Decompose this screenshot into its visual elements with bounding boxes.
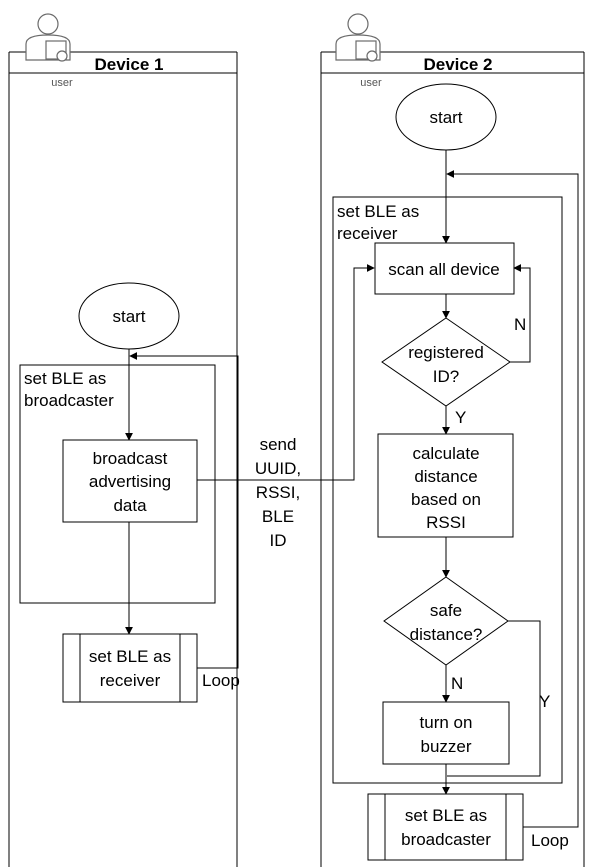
start-label: start xyxy=(429,108,462,127)
container-label-line2: broadcaster xyxy=(24,391,114,410)
broadcast-process xyxy=(62,439,198,523)
loop-arrow xyxy=(129,352,239,669)
send-label-line2: UUID, xyxy=(255,459,301,478)
device2-title: Device 2 xyxy=(424,55,493,74)
broadcaster-container xyxy=(19,364,216,604)
send-label-line3: RSSI, xyxy=(256,483,300,502)
calculate-line1: calculate xyxy=(412,444,479,463)
broadcast-line2: advertising xyxy=(89,472,171,491)
calculate-line3: based on xyxy=(411,490,481,509)
safe-yes-line xyxy=(447,620,541,777)
send-data-arrow xyxy=(197,264,375,481)
receiver-subprocess xyxy=(62,633,198,703)
buzzer-line2: buzzer xyxy=(420,737,471,756)
scan-process xyxy=(374,242,515,295)
broadcast-line3: data xyxy=(113,496,147,515)
user-icon xyxy=(25,13,71,62)
loop-label: Loop xyxy=(202,671,240,690)
buzzer-line1: turn on xyxy=(420,713,473,732)
device1-title: Device 1 xyxy=(95,55,164,74)
broadcaster-subprocess xyxy=(367,793,524,861)
container-label-line2: receiver xyxy=(337,224,398,243)
device2-lane: Device 2 user start set BLE as receiver … xyxy=(320,13,585,867)
send-label-line5: ID xyxy=(270,531,287,550)
calculate-line4: RSSI xyxy=(426,513,466,532)
device1-lane: Device 1 user start set BLE as broadcast… xyxy=(8,13,240,867)
buzzer-process xyxy=(382,701,510,765)
broadcaster-line2: broadcaster xyxy=(401,830,491,849)
safe-yes-label: Y xyxy=(539,692,550,711)
registered-line1: registered xyxy=(408,343,484,362)
send-label-line4: BLE xyxy=(262,507,294,526)
registered-yes-label: Y xyxy=(455,408,466,427)
receiver-container xyxy=(332,196,563,784)
receiver-line2: receiver xyxy=(100,671,161,690)
container-label-line1: set BLE as xyxy=(337,202,419,221)
container-label-line1: set BLE as xyxy=(24,369,106,388)
user-label: user xyxy=(51,77,73,89)
safe-no-label: N xyxy=(451,674,463,693)
safe-line1: safe xyxy=(430,601,462,620)
registered-no-label: N xyxy=(514,315,526,334)
loop-arrow xyxy=(446,170,579,828)
registered-decision xyxy=(381,317,511,407)
user-label: user xyxy=(360,77,382,89)
device-link: send UUID, RSSI, BLE ID xyxy=(197,264,375,550)
registered-line2: ID? xyxy=(433,367,459,386)
registered-no-arrow xyxy=(510,264,531,363)
broadcaster-line1: set BLE as xyxy=(405,806,487,825)
calculate-line2: distance xyxy=(414,467,477,486)
send-label-line1: send xyxy=(260,435,297,454)
calculate-process xyxy=(377,433,514,538)
safe-line2: distance? xyxy=(410,625,483,644)
loop-label: Loop xyxy=(531,831,569,850)
scan-label: scan all device xyxy=(388,260,500,279)
safe-distance-decision xyxy=(383,576,509,666)
broadcast-line1: broadcast xyxy=(93,449,168,468)
start-label: start xyxy=(112,307,145,326)
user-icon xyxy=(335,13,381,62)
receiver-line1: set BLE as xyxy=(89,647,171,666)
